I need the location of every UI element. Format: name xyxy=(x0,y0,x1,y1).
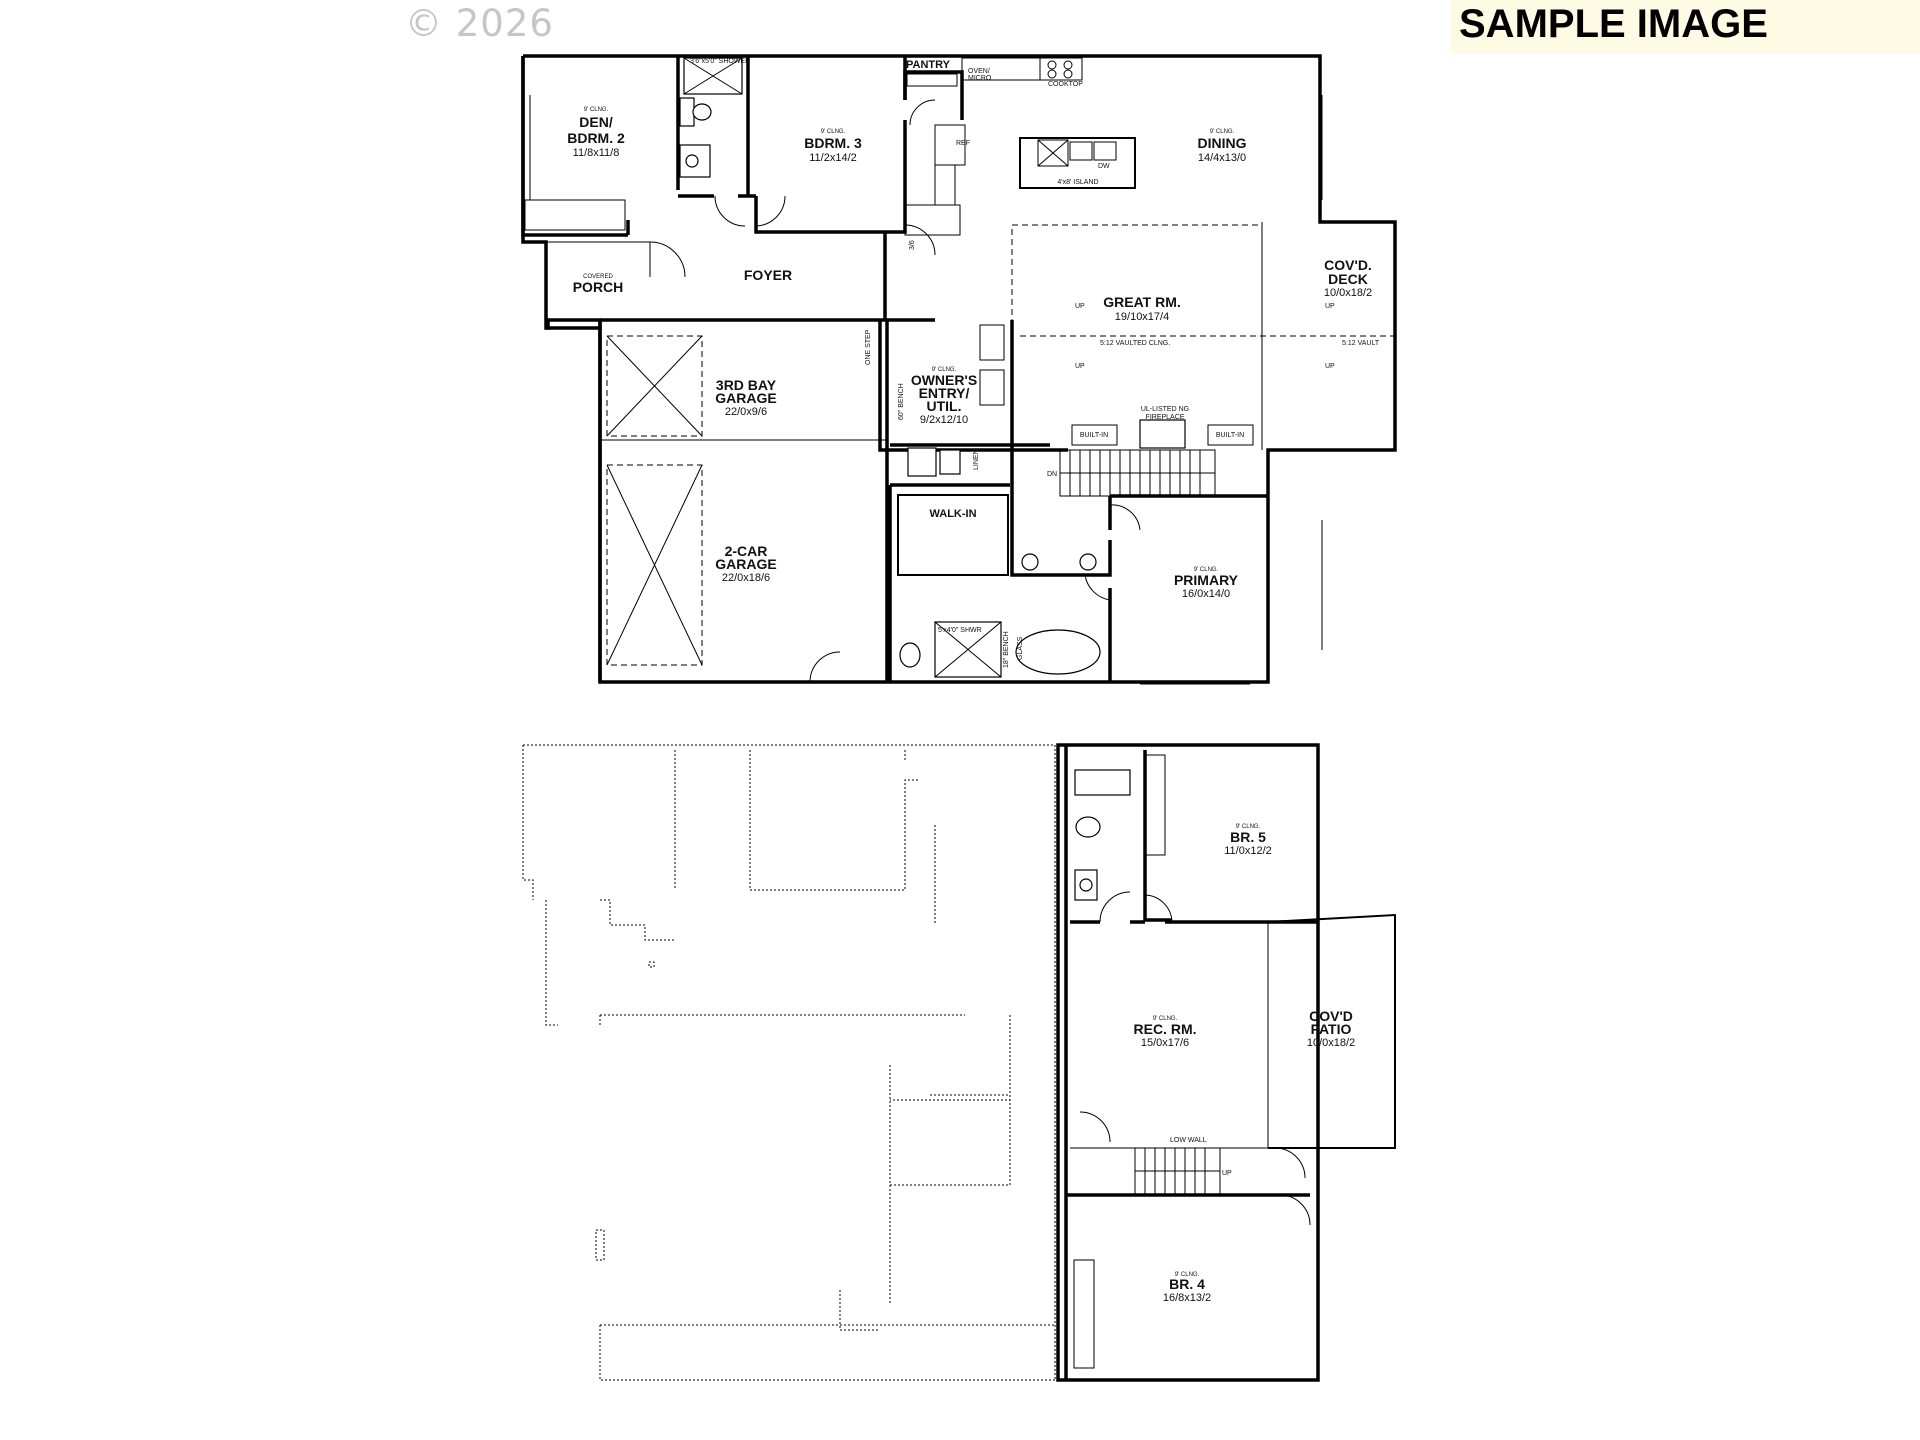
owners-name-1: OWNER'S xyxy=(911,372,977,388)
owners-dims: 9/2x12/10 xyxy=(920,414,968,426)
owners-ceiling: 9' CLNG. xyxy=(932,367,957,373)
dining-dims: 14/4x13/0 xyxy=(1198,152,1246,164)
great-room-name: GREAT RM. xyxy=(1103,294,1181,310)
builtin-label-2: BUILT-IN xyxy=(1216,432,1244,439)
up-label-4: UP xyxy=(1325,363,1335,370)
porch-sub: COVERED xyxy=(583,274,613,280)
bench18-label: 18" BENCH xyxy=(1003,631,1010,668)
fireplace-label-1: UL-LISTED NG xyxy=(1141,406,1189,413)
garage2-name-1: 2-CAR xyxy=(725,543,768,559)
br4-ceiling: 9' CLNG. xyxy=(1175,1272,1200,1278)
bay3-dims: 22/0x9/6 xyxy=(725,406,767,418)
lowwall-label: LOW WALL xyxy=(1170,1137,1207,1144)
shower2-label: 5'x4'0" SHWR xyxy=(938,627,982,634)
copyright-watermark: © 2026 xyxy=(405,2,554,45)
bdrm3-dims: 11/2x14/2 xyxy=(809,152,857,164)
primary-dims: 16/0x14/0 xyxy=(1182,588,1230,600)
great-room-dims: 19/10x17/4 xyxy=(1115,311,1169,323)
three6-label: 3/6 xyxy=(909,240,916,250)
bay3-name-2: GARAGE xyxy=(715,390,776,406)
deck-name-2: DECK xyxy=(1328,271,1368,287)
den-dims: 11/8x11/8 xyxy=(573,147,620,159)
den-ceiling: 9' CLNG. xyxy=(584,107,609,113)
foyer-name: FOYER xyxy=(744,267,792,283)
oven-label: OVEN/ xyxy=(968,68,990,75)
br4-name: BR. 4 xyxy=(1169,1276,1205,1292)
main-floor-labels: 9' CLNG. DEN/ BDRM. 2 11/8x11/8 9' CLNG.… xyxy=(567,58,1380,668)
deck-dims: 10/0x18/2 xyxy=(1324,287,1372,299)
dining-name: DINING xyxy=(1198,135,1247,151)
br5-ceiling: 9' CLNG. xyxy=(1236,824,1261,830)
deck-name-1: COV'D. xyxy=(1324,257,1372,273)
cooktop-label: COOKTOP xyxy=(1048,81,1083,88)
up-label-2: UP xyxy=(1075,363,1085,370)
vaulted-label: 5:12 VAULTED CLNG. xyxy=(1100,340,1170,347)
sample-image-badge: SAMPLE IMAGE xyxy=(1451,0,1920,54)
rec-ceiling: 9' CLNG. xyxy=(1153,1016,1178,1022)
primary-name: PRIMARY xyxy=(1174,572,1239,588)
ref-label: REF xyxy=(956,140,970,147)
rec-name: REC. RM. xyxy=(1134,1021,1197,1037)
pantry-label: PANTRY xyxy=(906,59,951,71)
lower-floor-labels: 9' CLNG. BR. 5 11/0x12/2 9' CLNG. REC. R… xyxy=(1134,824,1356,1304)
br5-name: BR. 5 xyxy=(1230,829,1266,845)
island-label: 4'x8' ISLAND xyxy=(1057,179,1098,186)
micro-label: MICRO xyxy=(968,75,992,82)
vault-label: 5:12 VAULT xyxy=(1342,340,1380,347)
shower-label: 3'6"x5'0" SHOWER xyxy=(690,58,750,65)
linen-label: LINEN xyxy=(973,449,980,470)
owners-name-2: ENTRY/ xyxy=(919,385,970,401)
garage2-dims: 22/0x18/6 xyxy=(722,572,770,584)
builtin-label-1: BUILT-IN xyxy=(1080,432,1108,439)
rec-dims: 15/0x17/6 xyxy=(1141,1037,1189,1049)
main-floor xyxy=(521,54,1397,685)
bdrm3-ceiling: 9' CLNG. xyxy=(821,129,846,135)
fireplace-label-2: FIREPLACE xyxy=(1146,414,1185,421)
bay3-name-1: 3RD BAY xyxy=(716,377,777,393)
up-label-1: UP xyxy=(1075,303,1085,310)
dining-ceiling: 9' CLNG. xyxy=(1210,129,1235,135)
patio-name-2: PATIO xyxy=(1311,1021,1352,1037)
br5-dims: 11/0x12/2 xyxy=(1224,845,1272,857)
walkin-name: WALK-IN xyxy=(929,508,976,520)
patio-name-1: COV'D xyxy=(1309,1008,1353,1024)
bench60-label: 60" BENCH xyxy=(898,383,905,420)
lower-stair-treads xyxy=(1144,1148,1206,1194)
onestep-label: ONE STEP xyxy=(865,329,872,365)
primary-ceiling: 9' CLNG. xyxy=(1194,567,1219,573)
garage2-name-2: GARAGE xyxy=(715,556,776,572)
porch-name: PORCH xyxy=(573,279,624,295)
glass-label: GLASS xyxy=(1017,636,1024,660)
br4-dims: 16/8x13/2 xyxy=(1163,1292,1211,1304)
bdrm3-name: BDRM. 3 xyxy=(804,135,862,151)
den-name-2: BDRM. 2 xyxy=(567,130,625,146)
up-label-3: UP xyxy=(1325,303,1335,310)
patio-dims: 10/0x18/2 xyxy=(1307,1037,1355,1049)
dn-label: DN xyxy=(1047,471,1057,478)
dw-label: DW xyxy=(1098,163,1110,170)
lower-floor xyxy=(522,743,1396,1382)
lower-up-label: UP xyxy=(1222,1170,1232,1177)
den-name-1: DEN/ xyxy=(579,114,613,130)
owners-name-3: UTIL. xyxy=(927,398,962,414)
